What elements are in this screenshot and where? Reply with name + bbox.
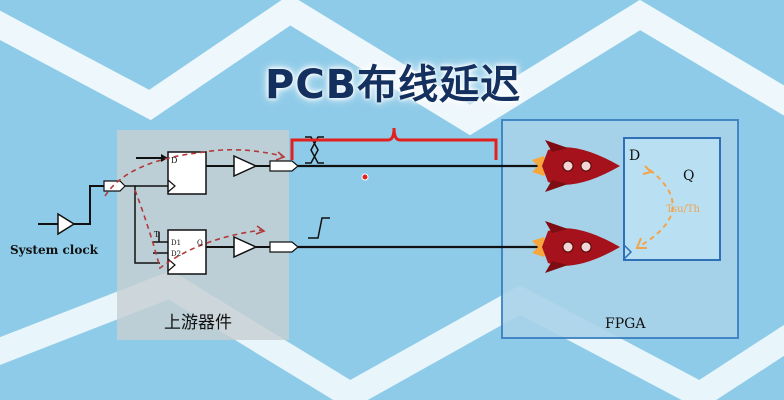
pcb-delay-bracket xyxy=(290,127,498,160)
fpga-label: FPGA xyxy=(605,316,646,332)
clock-connector xyxy=(103,180,126,192)
rocket-icon xyxy=(532,140,620,192)
timing-label: Tsu/Th xyxy=(666,204,701,215)
fpga-ff-d-label: D xyxy=(629,148,640,164)
upstream-mux-icon xyxy=(167,229,207,275)
cursor-dot xyxy=(361,173,369,181)
page-title: PCB布线延迟 xyxy=(265,52,521,110)
title-prefix: PCB xyxy=(265,62,358,108)
title-suffix: 布线延迟 xyxy=(357,62,522,108)
system-clock-buffer-icon xyxy=(38,185,104,236)
signal-path-dashed xyxy=(104,148,286,270)
mux-q-label: Q xyxy=(197,239,203,247)
mux-d1-label: D1 xyxy=(171,239,181,247)
clock-output-connector xyxy=(269,241,299,253)
mux-d2-label: D2 xyxy=(171,250,181,258)
fpga-ff-q-label: Q xyxy=(683,168,694,184)
upstream-device-label: 上游器件 xyxy=(164,313,232,333)
system-clock-label: System clock xyxy=(10,243,99,257)
upstream-ff-d-label: D xyxy=(171,156,177,165)
mux-sel-label: T xyxy=(154,230,160,239)
data-output-connector xyxy=(269,160,299,172)
data-eye-symbol xyxy=(305,136,324,164)
output-buffer-icon xyxy=(233,154,258,259)
clock-edge-symbol xyxy=(308,217,330,239)
upstream-flip-flop-icon xyxy=(167,151,207,195)
rocket-icon xyxy=(532,221,620,273)
setup-hold-arrow xyxy=(639,169,674,247)
